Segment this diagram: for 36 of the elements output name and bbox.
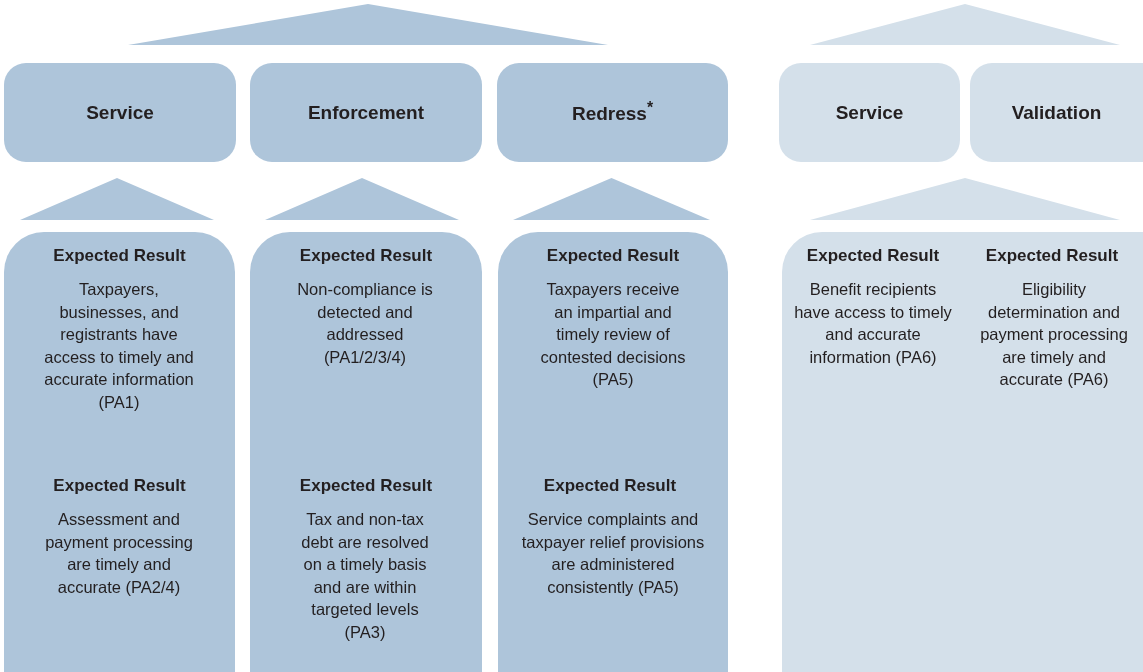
result-card — [498, 232, 728, 672]
roof-triangle — [513, 178, 710, 220]
roof-triangle — [810, 4, 1120, 45]
result-card — [250, 232, 482, 672]
result-heading: Expected Result — [805, 246, 941, 266]
result-description: Non-compliance is detected and addressed (PA1/2/3/4) — [296, 279, 434, 368]
result-heading: Expected Result — [298, 476, 434, 496]
result-heading: Expected Result — [298, 246, 434, 266]
result-heading: Expected Result — [52, 476, 187, 496]
roof-triangle — [20, 178, 214, 220]
result-heading: Expected Result — [52, 246, 187, 266]
result-description: Benefit recipients have access to timely and accurate information (PA6) — [794, 279, 952, 368]
result-heading: Expected Result — [545, 246, 681, 266]
result-description: Taxpayers, businesses, and registrants have access to timely and accurate information (PA1) — [44, 279, 194, 413]
category-title: Service — [835, 101, 904, 124]
roof-triangle — [128, 4, 608, 45]
category-box — [250, 63, 482, 162]
result-heading: Expected Result — [984, 246, 1120, 266]
roof-triangle — [810, 178, 1120, 220]
category-title: Service — [86, 101, 154, 124]
roof-triangle — [265, 178, 459, 220]
category-box — [779, 63, 960, 162]
result-description: Assessment and payment processing are timely and accurate (PA2/4) — [44, 509, 194, 598]
category-title: Redress$^{*}$ — [571, 99, 654, 126]
category-box — [970, 63, 1143, 162]
category-title: Validation — [1011, 101, 1102, 124]
category-title: Enforcement — [307, 101, 425, 124]
category-box — [497, 63, 728, 162]
result-description: Tax and non-tax debt are resolved on a timely basis and are within targeted levels (PA3) — [300, 509, 430, 643]
result-description: Service complaints and taxpayer relief provisions are administered consistently (PA5) — [520, 509, 706, 598]
result-card — [4, 232, 235, 672]
result-description: Taxpayers receive an impartial and timely review of contested decisions (PA5) — [539, 279, 687, 391]
result-description: Eligibility determination and payment processing are timely and accurate (PA6) — [979, 279, 1129, 391]
category-box — [4, 63, 236, 162]
result-card — [782, 232, 1143, 672]
result-heading: Expected Result — [542, 476, 678, 496]
